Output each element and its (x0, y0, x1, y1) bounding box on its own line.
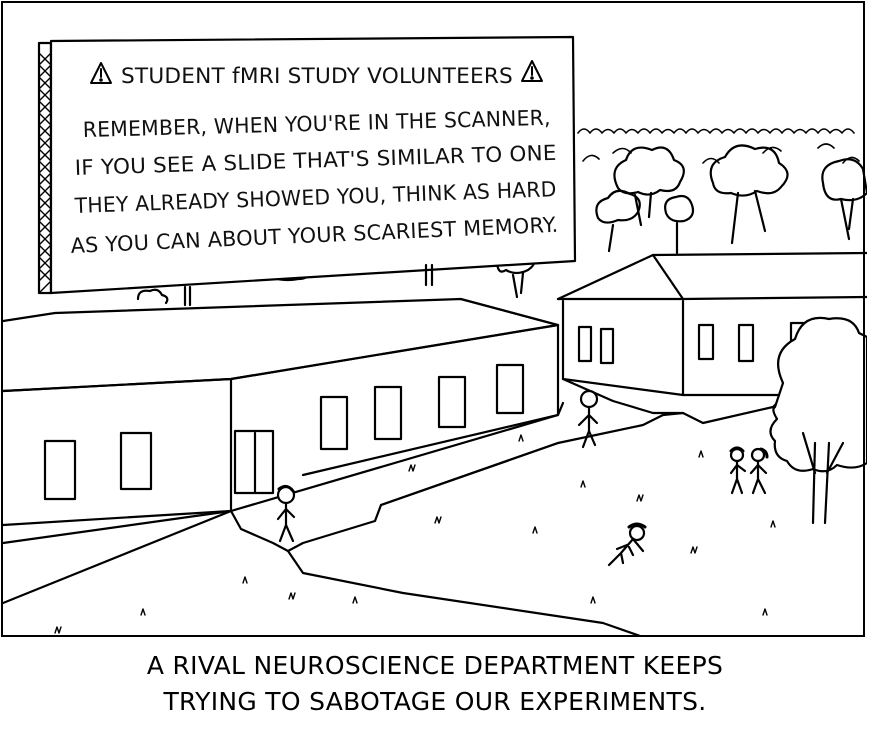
caption: A RIVAL NEUROSCIENCE DEPARTMENT KEEPS TR… (0, 648, 870, 720)
right-building (556, 251, 867, 397)
stick-figure-crawling (607, 522, 647, 567)
left-building (3, 297, 560, 527)
stick-figure (749, 447, 769, 495)
caption-line: TRYING TO SABOTAGE OUR EXPERIMENTS. (163, 687, 707, 716)
stick-figure (577, 389, 599, 449)
ground-paths (3, 377, 785, 637)
billboard (37, 35, 577, 307)
warning-triangle-icon (521, 60, 543, 82)
distant-treeline (577, 128, 860, 164)
foreground-tree (769, 316, 867, 525)
campus-scene: STUDENT fMRI STUDY VOLUNTEERS REMEMBER, … (3, 35, 867, 637)
caption-line: A RIVAL NEUROSCIENCE DEPARTMENT KEEPS (146, 651, 724, 680)
warning-triangle-icon (90, 62, 112, 84)
stick-figure (729, 446, 747, 495)
grass-tufts (54, 434, 776, 634)
billboard-heading: STUDENT fMRI STUDY VOLUNTEERS (121, 64, 513, 88)
stick-figure (276, 484, 296, 543)
comic-panel: STUDENT fMRI STUDY VOLUNTEERS REMEMBER, … (3, 3, 867, 637)
